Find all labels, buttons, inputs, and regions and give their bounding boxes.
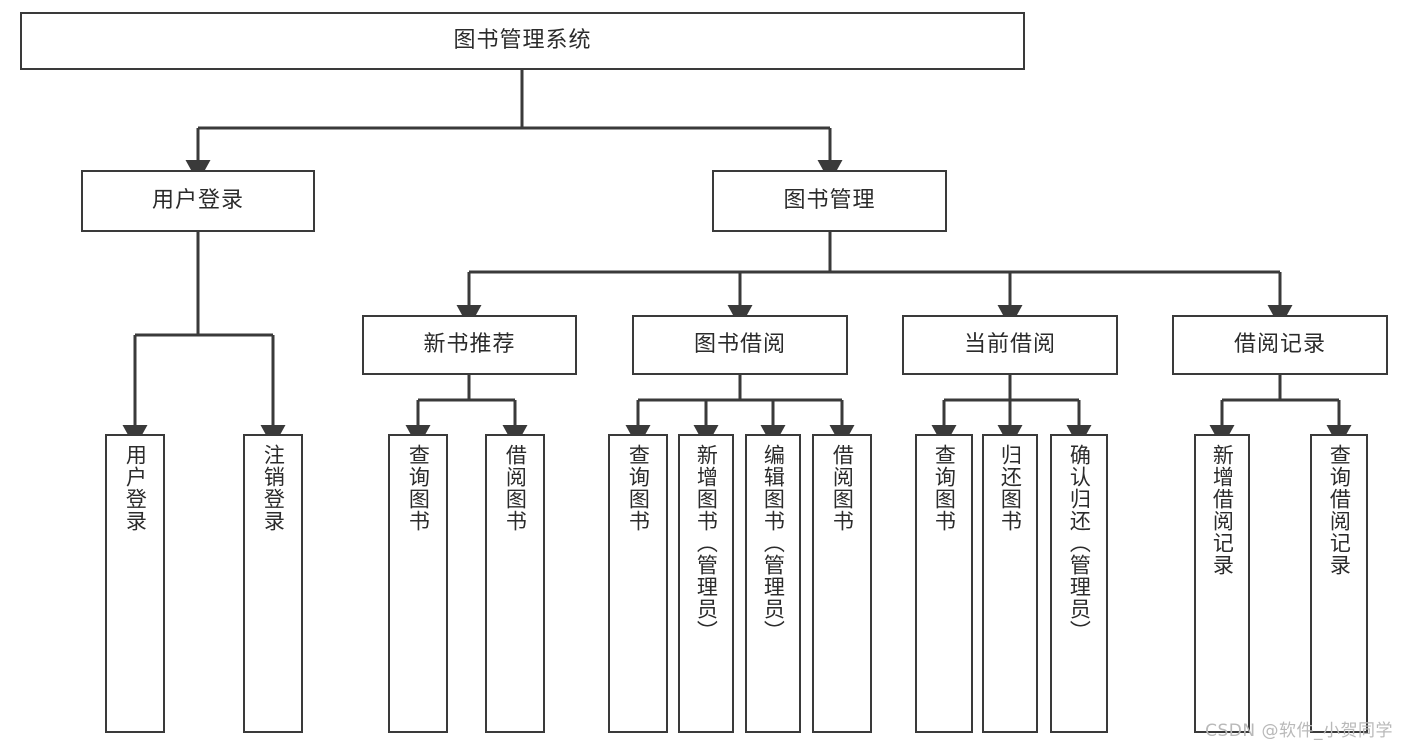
node-leaf-user-login[interactable]: 用户登录 — [105, 434, 165, 733]
node-label: 注销登录 — [261, 444, 286, 532]
node-label: 当前借阅 — [963, 331, 1056, 357]
node-leaf-query-record[interactable]: 查询借阅记录 — [1310, 434, 1368, 733]
node-leaf-query-book-2[interactable]: 查询图书 — [608, 434, 668, 733]
node-new-book-rec[interactable]: 新书推荐 — [362, 315, 577, 375]
node-label: 新增图书（管理员） — [694, 444, 719, 642]
node-leaf-borrow-book-1[interactable]: 借阅图书 — [485, 434, 545, 733]
node-book-manage[interactable]: 图书管理 — [712, 170, 947, 232]
node-label: 查询图书 — [932, 444, 957, 532]
node-label: 新书推荐 — [423, 331, 516, 357]
node-leaf-add-book[interactable]: 新增图书（管理员） — [678, 434, 734, 733]
node-label: 图书管理系统 — [453, 27, 592, 53]
node-label: 用户登录 — [123, 444, 148, 532]
node-borrow-record[interactable]: 借阅记录 — [1172, 315, 1388, 375]
node-leaf-query-book-1[interactable]: 查询图书 — [388, 434, 448, 733]
node-label: 借阅记录 — [1233, 331, 1326, 357]
node-label: 图书管理 — [783, 187, 876, 213]
node-leaf-logout-login[interactable]: 注销登录 — [243, 434, 303, 733]
node-label: 确认归还（管理员） — [1067, 444, 1092, 642]
watermark-text: CSDN @软件_小贺同学 — [1205, 721, 1393, 741]
node-label: 编辑图书（管理员） — [761, 444, 786, 642]
node-leaf-borrow-book-2[interactable]: 借阅图书 — [812, 434, 872, 733]
node-leaf-query-book-3[interactable]: 查询图书 — [915, 434, 973, 733]
node-label: 借阅图书 — [830, 444, 855, 532]
node-current-borrow[interactable]: 当前借阅 — [902, 315, 1118, 375]
node-book-borrow[interactable]: 图书借阅 — [632, 315, 848, 375]
node-label: 图书借阅 — [693, 331, 786, 357]
node-label: 用户登录 — [151, 187, 244, 213]
node-label: 查询借阅记录 — [1327, 444, 1352, 576]
node-label: 查询图书 — [406, 444, 431, 532]
node-label: 查询图书 — [626, 444, 651, 532]
node-user-login[interactable]: 用户登录 — [81, 170, 315, 232]
node-label: 新增借阅记录 — [1210, 444, 1235, 576]
node-leaf-return-book[interactable]: 归还图书 — [982, 434, 1038, 733]
node-root-system[interactable]: 图书管理系统 — [20, 12, 1025, 70]
node-leaf-edit-book[interactable]: 编辑图书（管理员） — [745, 434, 801, 733]
node-leaf-confirm-return[interactable]: 确认归还（管理员） — [1050, 434, 1108, 733]
node-leaf-add-record[interactable]: 新增借阅记录 — [1194, 434, 1250, 733]
node-label: 借阅图书 — [503, 444, 528, 532]
node-label: 归还图书 — [998, 444, 1023, 532]
